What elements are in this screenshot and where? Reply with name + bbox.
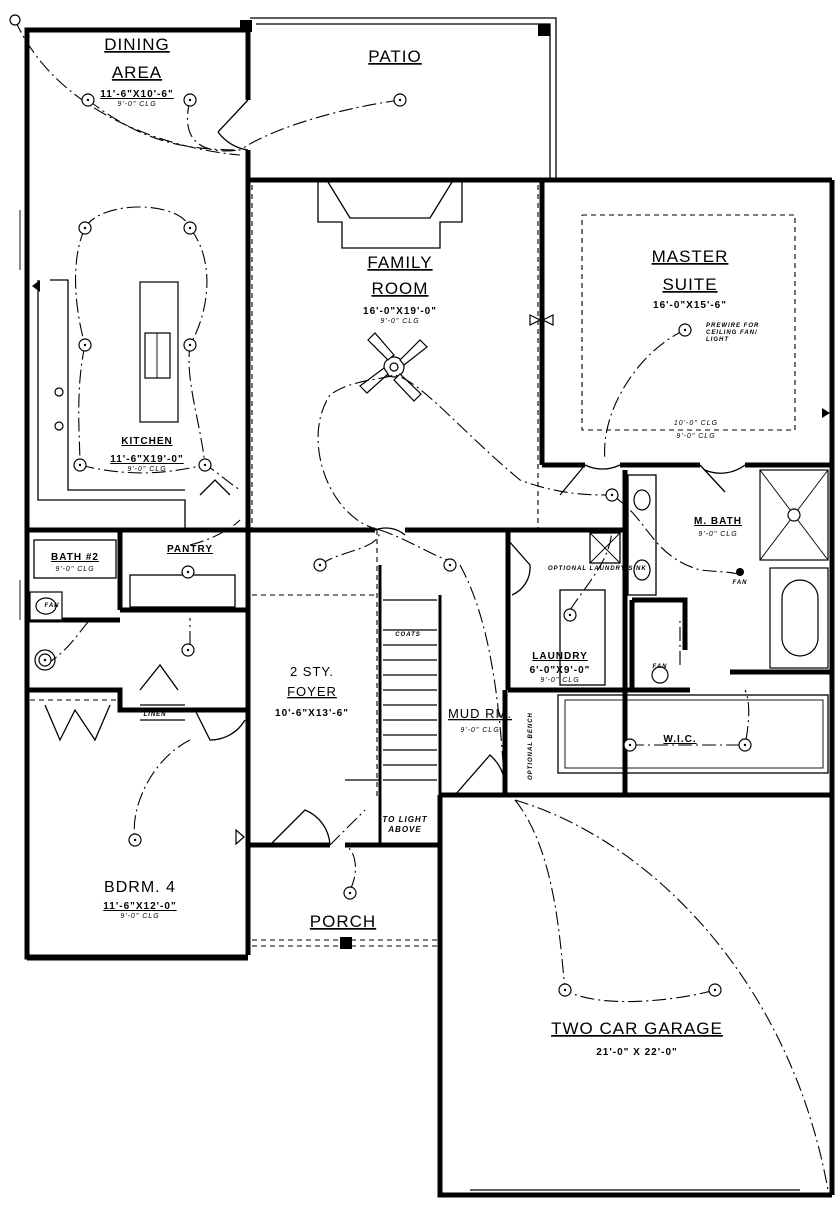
light-fixture-icon (605, 488, 619, 502)
light-fixture-icon (558, 983, 572, 997)
porch-label: PORCH (310, 912, 376, 931)
light-fixtures (9, 14, 752, 997)
kitchen-ceiling: 9'-0" CLG (127, 466, 166, 473)
light-fixture-icon (313, 558, 327, 572)
laundry-sink-label: OPTIONAL LAUNDRY SINK (548, 566, 647, 572)
light-fixture-icon (183, 93, 197, 107)
light-fixture-icon (563, 608, 577, 622)
coats-label: COATS (395, 632, 421, 638)
room-labels: DINING AREA 11'-6"X10'-6" 9'-0" CLG PATI… (33, 35, 759, 1058)
light-fixture-icon (181, 643, 195, 657)
exterior-light-icon (9, 14, 21, 26)
mudroom-ceiling: 9'-0" CLG (460, 727, 499, 734)
bench-label: OPTIONAL BENCH (528, 712, 534, 780)
family-label-2: ROOM (372, 279, 429, 298)
fan-label-mbath: FAN (733, 580, 748, 586)
walls (24, 17, 835, 1198)
foyer-label-1: 2 STY. (290, 664, 334, 679)
master-label-1: MASTER (652, 247, 729, 266)
light-fixture-icon (181, 565, 195, 579)
kitchen-size: 11'-6"X19'-0" (110, 454, 183, 465)
light-fixture-icon (38, 653, 52, 667)
bdrm4-label: BDRM. 4 (104, 879, 176, 896)
dining-label-1: DINING (104, 35, 170, 54)
light-fixture-icon (708, 983, 722, 997)
ceiling-fan-icon (359, 332, 428, 402)
mbath-label: M. BATH (694, 516, 742, 527)
laundry-label: LAUNDRY (532, 651, 588, 662)
light-fixture-icon (678, 323, 692, 337)
mbath-ceiling: 9'-0" CLG (698, 531, 737, 538)
bath2-ceiling: 9'-0" CLG (55, 566, 94, 573)
foyer-label-2: FOYER (287, 684, 337, 699)
bdrm4-ceiling: 9'-0" CLG (120, 913, 159, 920)
dining-label-2: AREA (112, 63, 162, 82)
master-note-2: CEILING FAN/ (706, 330, 758, 336)
master-label-2: SUITE (662, 275, 717, 294)
fan-fixture-icon (651, 666, 669, 684)
to-light-label-1: TO LIGHT (382, 815, 427, 824)
lighting-circuits (14, 19, 829, 1191)
wic-label: W.I.C. (663, 734, 696, 745)
light-fixture-icon (343, 886, 357, 900)
dining-ceiling: 9'-0" CLG (117, 101, 156, 108)
bdrm4-size: 11'-6"X12'-0" (103, 901, 176, 912)
master-size: 16'-0"X15'-6" (653, 300, 727, 311)
pantry-label: PANTRY (167, 544, 213, 555)
light-fixture-icon (81, 93, 95, 107)
garage-size: 21'-0" X 22'-0" (596, 1047, 678, 1058)
details (19, 99, 830, 1191)
family-label-1: FAMILY (367, 253, 432, 272)
master-ceiling-2: 9'-0" CLG (676, 433, 715, 440)
light-fixture-icon (443, 558, 457, 572)
master-note-1: PREWIRE FOR (706, 323, 759, 329)
light-fixture-icon (183, 221, 197, 235)
bath2-label: BATH #2 (51, 552, 99, 563)
to-light-label-2: ABOVE (387, 825, 421, 834)
mudroom-label: MUD RM. (448, 706, 512, 721)
light-fixture-icon (73, 458, 87, 472)
light-fixture-icon (183, 338, 197, 352)
linen-label: LINEN (144, 712, 167, 718)
kitchen-label: KITCHEN (121, 436, 172, 447)
fan-label-laundry: FAN (653, 664, 668, 670)
family-ceiling: 9'-0" CLG (380, 318, 419, 325)
family-size: 16'-0"X19'-0" (363, 306, 437, 317)
light-fixture-icon (198, 458, 212, 472)
light-fixture-icon (128, 833, 142, 847)
laundry-ceiling: 9'-0" CLG (540, 677, 579, 684)
light-fixture-icon (623, 738, 637, 752)
fan-label-bath2: FAN (45, 603, 60, 609)
light-fixture-icon (78, 338, 92, 352)
laundry-size: 6'-0"X9'-0" (530, 665, 591, 676)
fan-fixture-icon (736, 568, 744, 576)
foyer-size: 10'-6"X13'-6" (275, 708, 349, 719)
garage-label: TWO CAR GARAGE (551, 1019, 723, 1038)
master-ceiling-1: 10'-0" CLG (674, 420, 718, 427)
light-fixture-icon (393, 93, 407, 107)
light-fixture-icon (78, 221, 92, 235)
master-note-3: LIGHT (706, 337, 729, 343)
patio-label: PATIO (368, 47, 422, 66)
dining-size: 11'-6"X10'-6" (100, 89, 173, 100)
light-fixture-icon (738, 738, 752, 752)
